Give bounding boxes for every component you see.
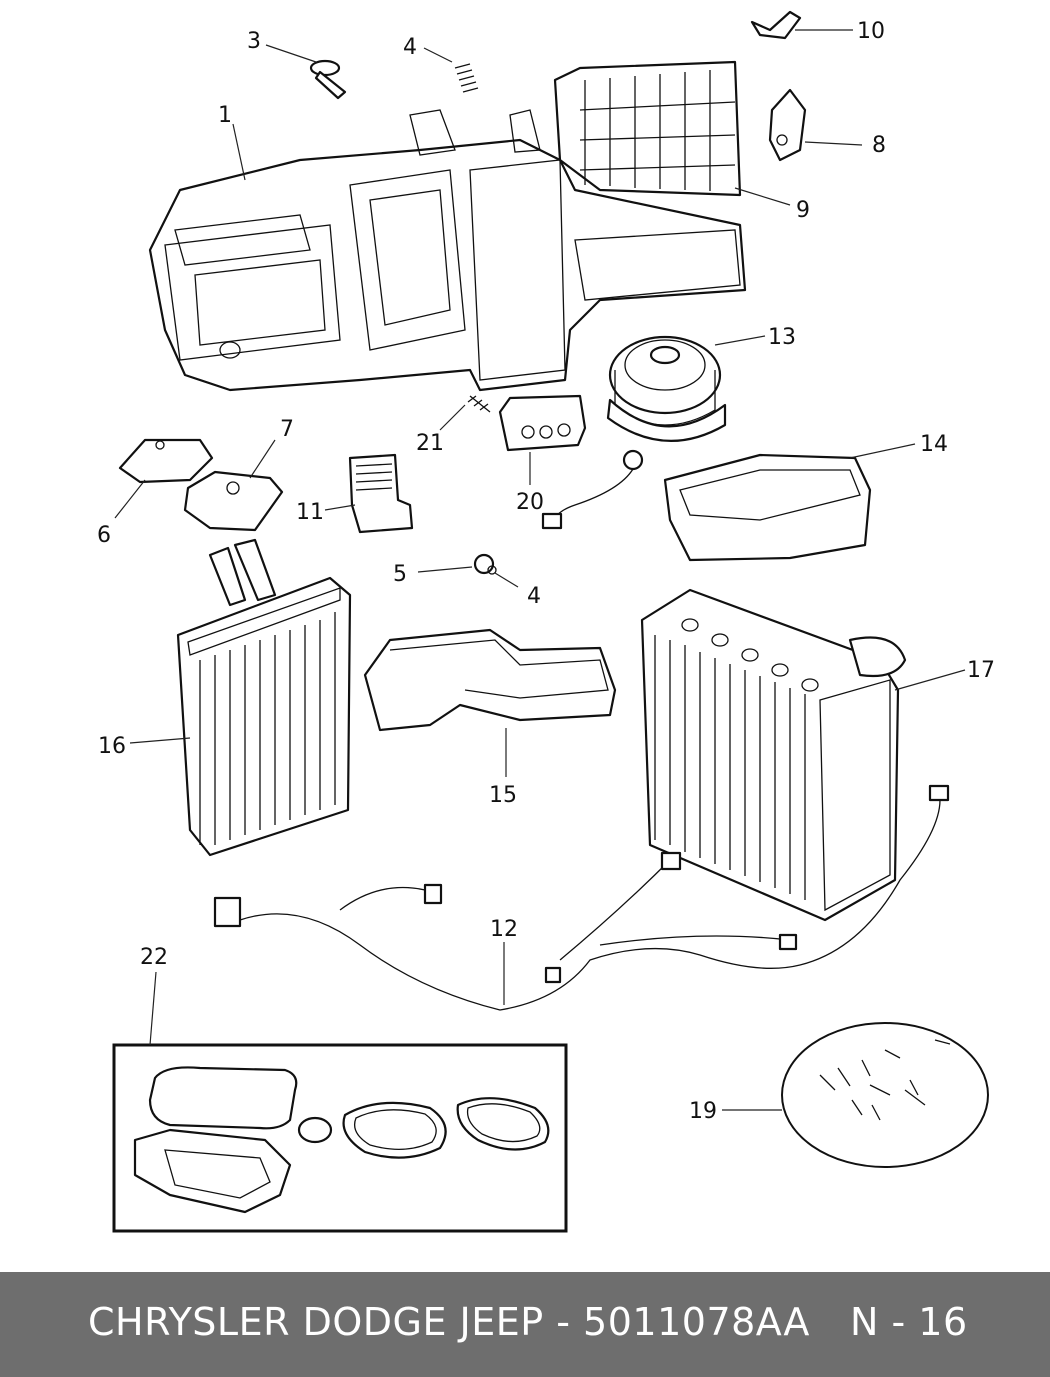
grommet-part (473, 553, 497, 575)
actuator-part (768, 88, 807, 162)
callout-21: 21 (416, 431, 444, 456)
screw-part (467, 395, 491, 413)
callout-17: 17 (967, 658, 995, 683)
callout-labels: 1 3 4 4 5 6 7 8 9 10 11 12 13 14 15 16 1… (97, 19, 995, 1124)
screw-kit-part (781, 1022, 989, 1168)
clip-part (750, 10, 802, 40)
callout-5: 5 (393, 562, 407, 587)
callout-14: 14 (920, 432, 948, 457)
exploded-parts-diagram: 1 3 4 4 5 6 7 8 9 10 11 12 13 14 15 16 1… (97, 10, 995, 1233)
spring-part (454, 63, 479, 93)
floor-duct-part (363, 628, 617, 732)
callout-4-top: 4 (403, 35, 417, 60)
leader-lines (114, 29, 966, 1111)
footer-page-ref: N - 16 (850, 1300, 968, 1344)
control-switch-part (498, 394, 587, 452)
callout-4-bottom: 4 (527, 584, 541, 609)
footer-part-number: CHRYSLER DODGE JEEP - 5011078AA (88, 1300, 810, 1344)
resistor-part (348, 453, 414, 534)
gasket-kit-part (112, 1043, 568, 1233)
mode-actuator-part (118, 438, 214, 484)
callout-1: 1 (218, 103, 232, 128)
callout-13: 13 (768, 325, 796, 350)
callout-6: 6 (97, 523, 111, 548)
blend-actuator-part (183, 470, 284, 532)
callout-9: 9 (796, 198, 810, 223)
callout-3: 3 (247, 29, 261, 54)
callout-12: 12 (490, 917, 518, 942)
hvac-housing-part (148, 109, 747, 392)
heater-core-part (176, 538, 352, 857)
callout-15: 15 (489, 783, 517, 808)
callout-8: 8 (872, 133, 886, 158)
callout-22: 22 (140, 945, 168, 970)
callout-11: 11 (296, 500, 324, 525)
callout-16: 16 (98, 734, 126, 759)
wiring-harness-part (213, 784, 950, 1011)
evaporator-part (640, 588, 907, 922)
blower-housing-part (663, 453, 872, 562)
callout-19: 19 (689, 1099, 717, 1124)
push-fastener-part (309, 59, 347, 100)
callout-7: 7 (280, 417, 294, 442)
footer-bar: CHRYSLER DODGE JEEP - 5011078AA N - 16 (0, 1272, 1050, 1377)
blower-motor-part (541, 335, 727, 530)
air-inlet-part (553, 60, 742, 197)
callout-10: 10 (857, 19, 885, 44)
callout-20: 20 (516, 490, 544, 515)
